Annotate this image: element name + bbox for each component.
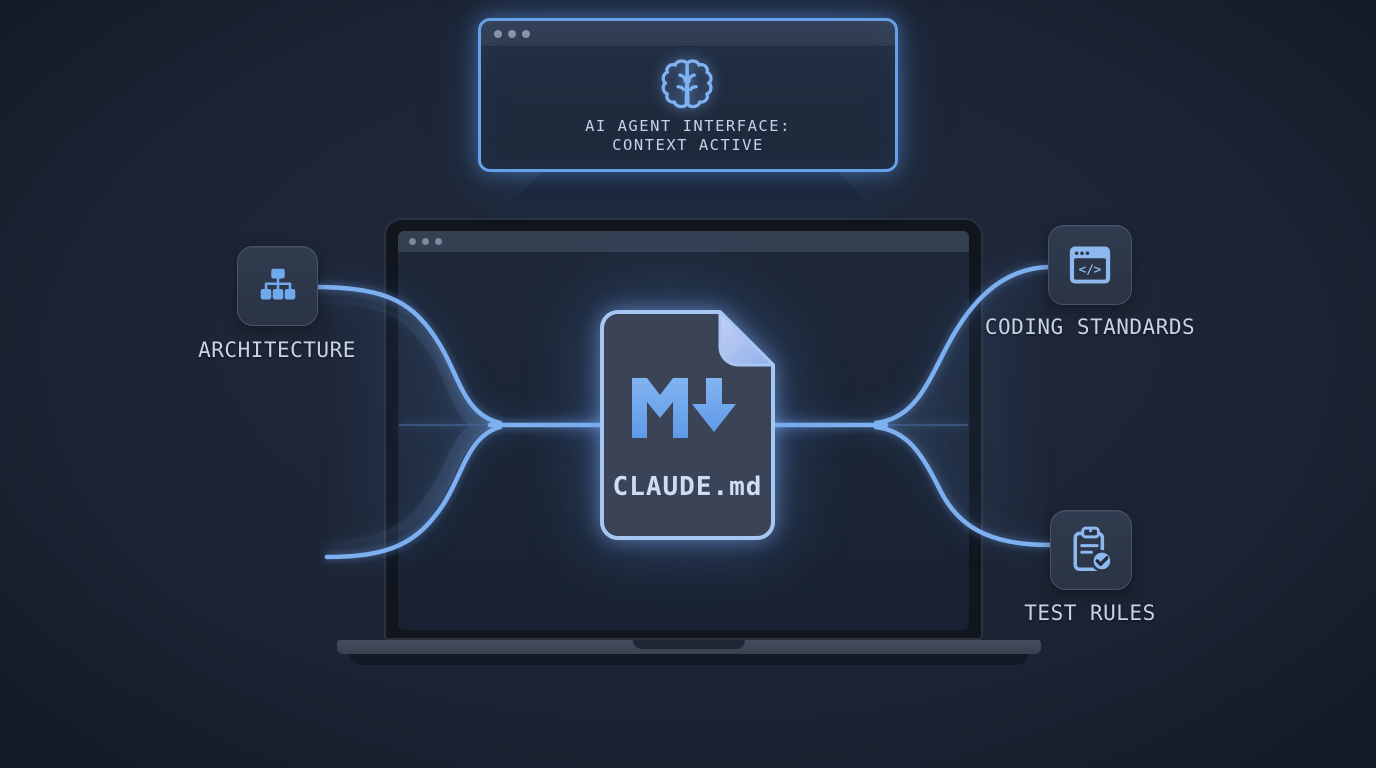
panel-text: AI AGENT INTERFACE: CONTEXT ACTIVE xyxy=(481,117,895,155)
window-dot-icon xyxy=(494,29,502,38)
panel-text-line1: AI AGENT INTERFACE: xyxy=(585,117,791,135)
architecture-label: ARCHITECTURE xyxy=(198,338,356,362)
window-dot-icon xyxy=(409,238,416,245)
panel-text-line2: CONTEXT ACTIVE xyxy=(612,136,764,154)
brain-icon xyxy=(661,59,713,109)
claude-md-file: CLAUDE.md xyxy=(600,310,775,540)
svg-text:</>: </> xyxy=(1079,261,1102,276)
agent-panel: AI AGENT INTERFACE: CONTEXT ACTIVE xyxy=(478,18,898,172)
code-window-icon: </> xyxy=(1069,246,1111,284)
file-fold-corner xyxy=(718,310,775,367)
panel-beam-shadow xyxy=(505,172,875,210)
window-dot-icon xyxy=(422,238,429,245)
window-dot-icon xyxy=(508,29,516,38)
test-rules-label: TEST RULES xyxy=(1024,601,1156,625)
panel-titlebar xyxy=(481,21,895,47)
architecture-node xyxy=(237,246,318,326)
coding-standards-node: </> xyxy=(1048,225,1132,305)
laptop-titlebar xyxy=(398,231,969,252)
window-dot-icon xyxy=(435,238,442,245)
test-rules-node xyxy=(1050,510,1132,590)
coding-standards-label: CODING STANDARDS xyxy=(984,315,1196,339)
laptop-base-notch xyxy=(633,640,745,649)
clipboard-check-icon xyxy=(1073,526,1113,572)
file-icon xyxy=(600,310,775,540)
org-chart-icon xyxy=(260,268,295,300)
laptop-underside xyxy=(350,654,1028,665)
window-dot-icon xyxy=(522,29,530,38)
file-name: CLAUDE.md xyxy=(612,472,763,502)
laptop-base xyxy=(337,640,1041,654)
